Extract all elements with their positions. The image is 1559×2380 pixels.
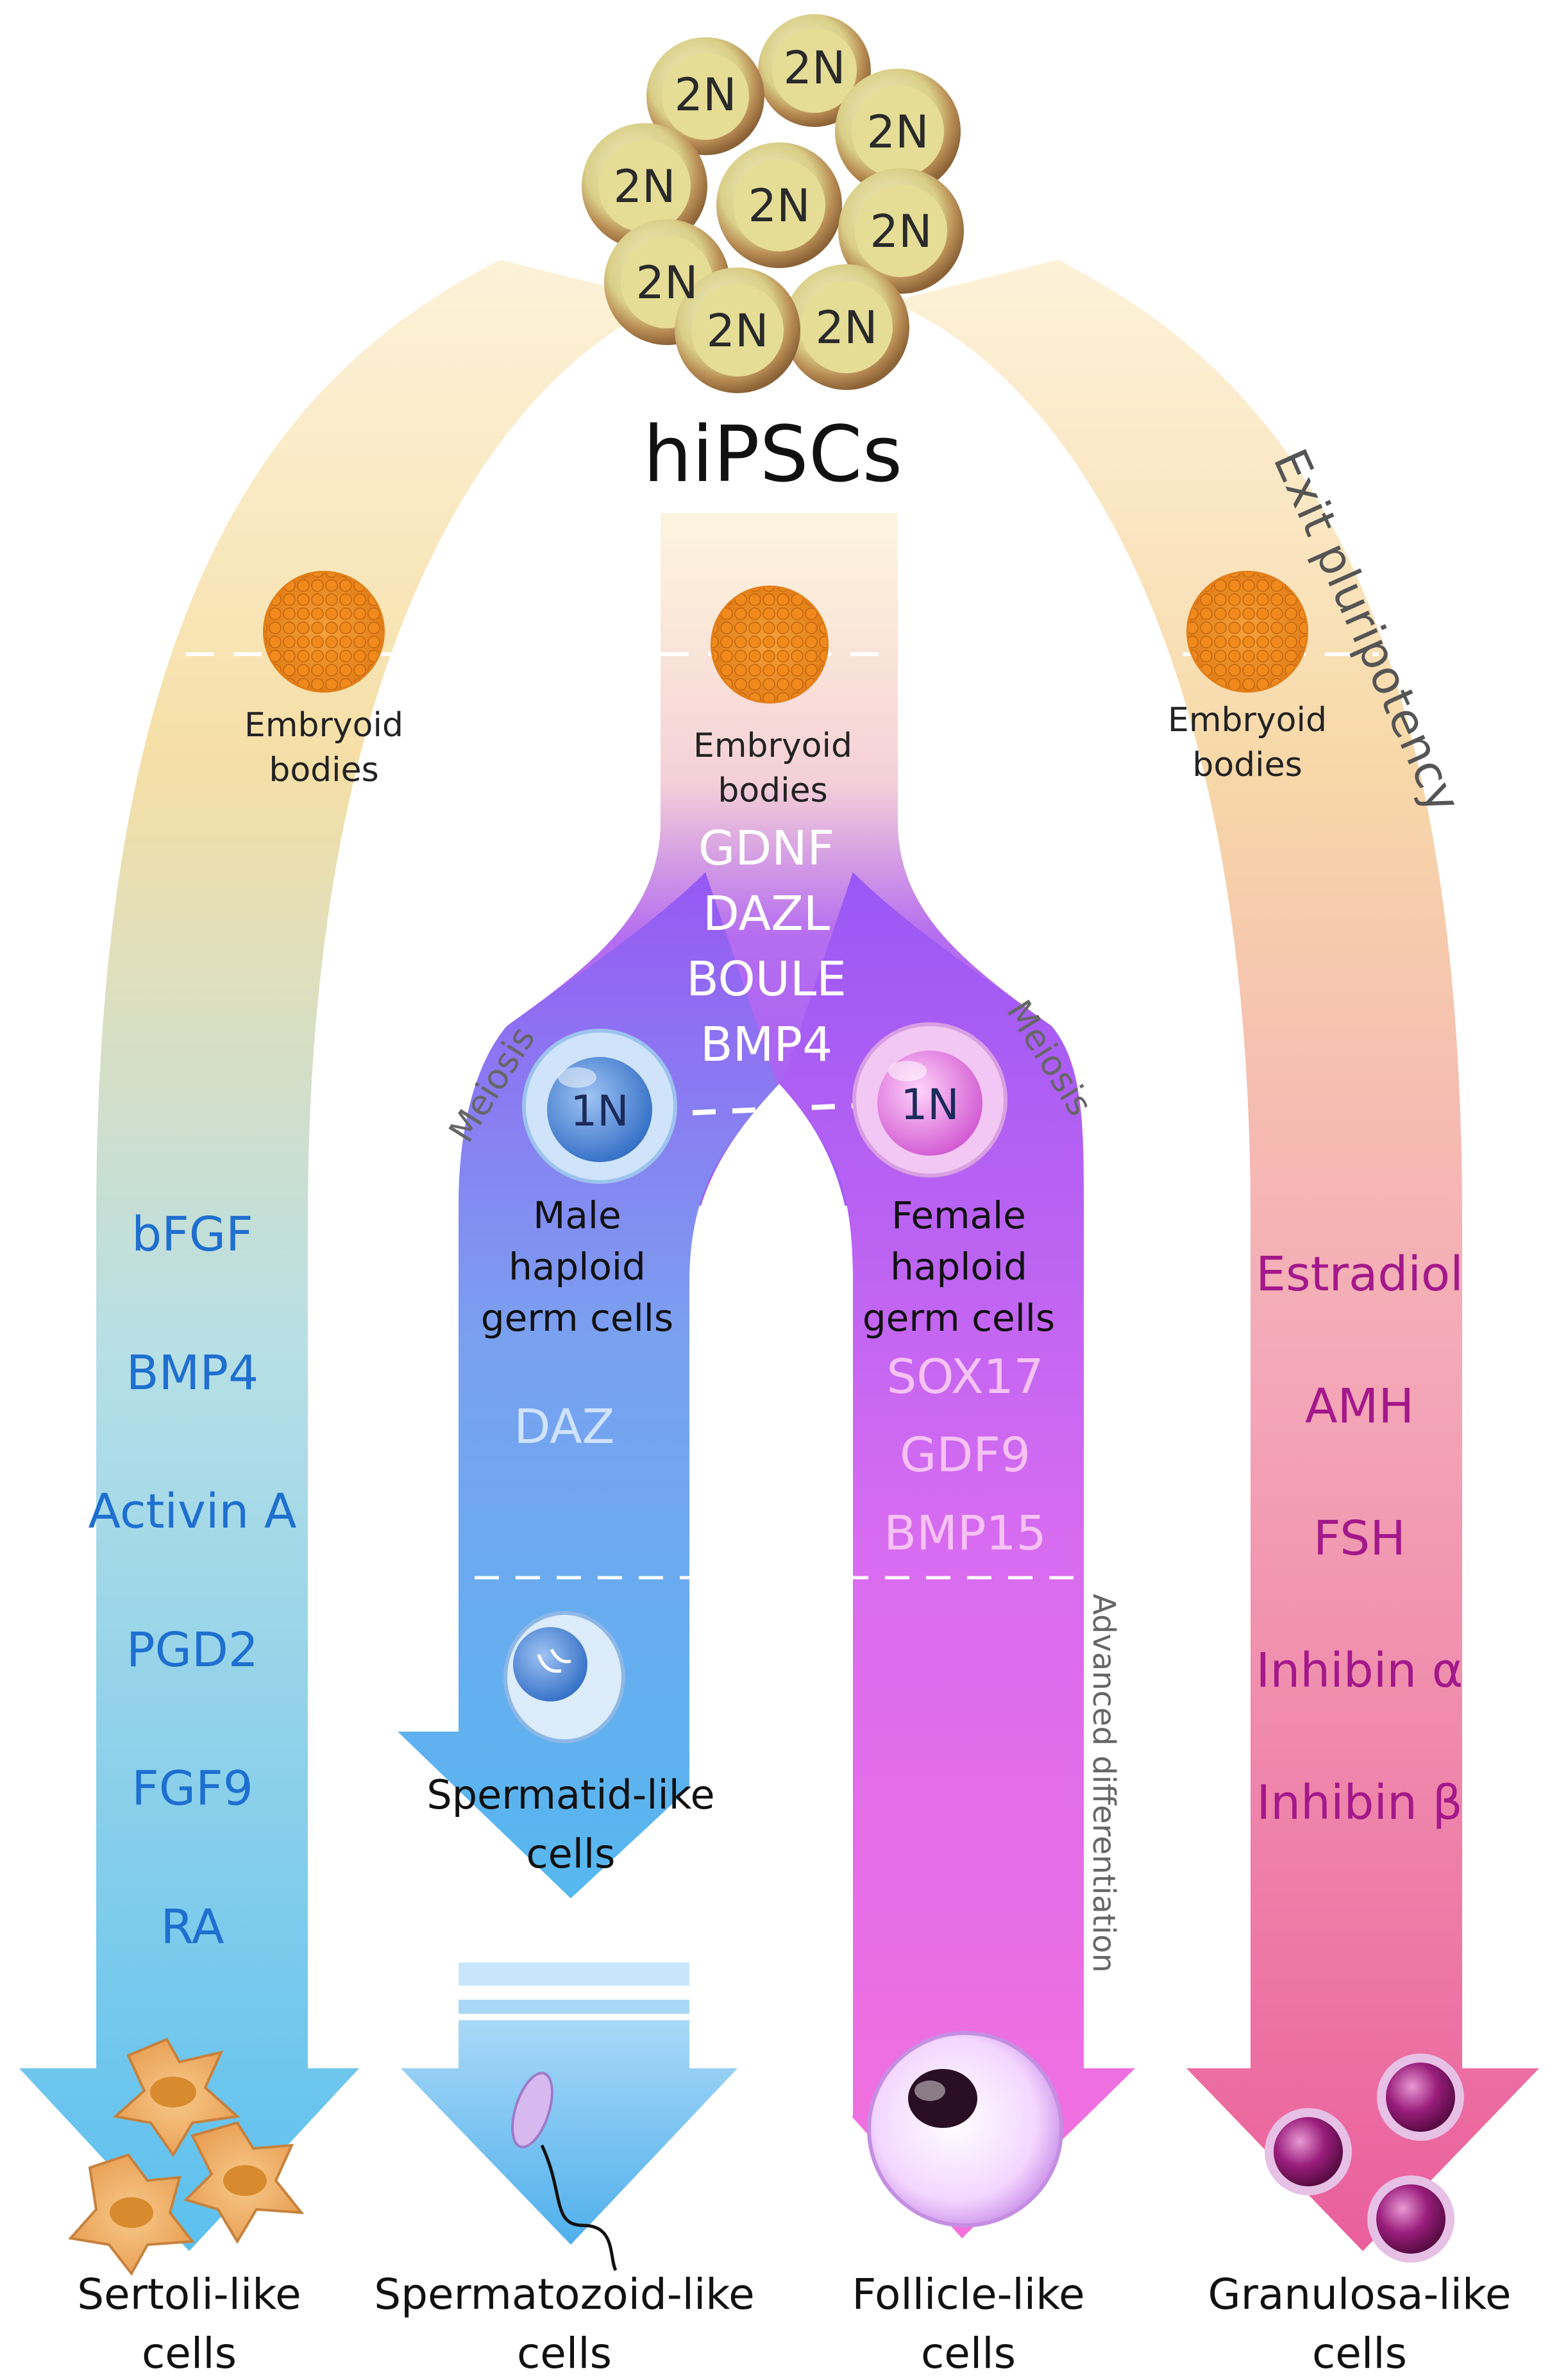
hipsc-cluster [582, 14, 964, 393]
spermatozoid-arrow [401, 2020, 737, 2245]
embryoid-body-left [263, 571, 385, 693]
male-factor-list: DAZ [514, 1399, 615, 1455]
sertoli-factor: bFGF [131, 1207, 253, 1262]
spermatid-label: Spermatid-like cells [426, 1771, 714, 1877]
cell-label: 2N [748, 180, 811, 232]
granulosa-factor: Inhibin α [1256, 1643, 1463, 1698]
sertoli-factor: PGD2 [126, 1623, 258, 1678]
embryoid-label-left-2: bodies [269, 751, 378, 789]
granulosa-factor: Inhibin β [1256, 1775, 1462, 1830]
cell-label: 2N [675, 69, 737, 121]
follicle-icon [867, 2031, 1063, 2227]
spermatozoid-icon [511, 2072, 618, 2272]
female-factor: BMP15 [884, 1506, 1046, 1561]
female-haploid-text: Female haploid germ cells [863, 1194, 1055, 1340]
embryoid-label-center-2: bodies [718, 772, 827, 810]
center-factor: BOULE [686, 952, 847, 1007]
outcome-sertoli-line: Sertoli-like [77, 2270, 301, 2319]
center-factor: GDNF [698, 821, 834, 876]
center-factor-list: GDNF DAZL BOULE BMP4 [686, 821, 847, 1072]
female-haploid-line: Female [891, 1194, 1026, 1237]
male-branch-arrow [398, 872, 779, 1898]
embryoid-label-center-1: Embryoid [693, 727, 852, 765]
cell-label: 2N [784, 42, 846, 94]
male-haploid-cell [522, 1029, 677, 1184]
sertoli-factor: Activin A [88, 1484, 297, 1539]
sertoli-factor: RA [160, 1900, 224, 1955]
male-haploid-line: haploid [509, 1245, 646, 1288]
sertoli-cells-icon [68, 2038, 305, 2276]
granulosa-factor: Estradiol [1256, 1247, 1463, 1302]
male-haploid-text: Male haploid germ cells [481, 1194, 673, 1340]
sertoli-factor: FGF9 [131, 1761, 253, 1816]
female-haploid-line: germ cells [863, 1296, 1055, 1340]
male-factor: DAZ [514, 1399, 615, 1455]
outcome-granulosa-line: cells [1312, 2329, 1407, 2378]
female-haploid-cell [852, 1022, 1007, 1177]
cell-label: 2N [614, 160, 676, 213]
granulosa-factor: AMH [1305, 1379, 1414, 1434]
center-factor: BMP4 [700, 1017, 832, 1072]
male-haploid-line: Male [533, 1194, 621, 1237]
cluster-labels: 2N 2N 2N 2N 2N 2N 2N 2N 2N [614, 42, 932, 357]
female-haploid-line: haploid [890, 1245, 1027, 1288]
embryoid-body-right [1186, 571, 1308, 693]
outcome-follicle-line: Follicle-like [852, 2270, 1084, 2319]
embryoid-label-right-2: bodies [1192, 746, 1302, 784]
female-factor: SOX17 [886, 1349, 1043, 1405]
female-haploid-label: 1N [900, 1080, 959, 1129]
label-advanced-differentiation: Advanced differentiation [1086, 1594, 1122, 1973]
outcome-granulosa-line: Granulosa-like [1208, 2270, 1512, 2319]
break-bar-2 [459, 2000, 689, 2014]
cell-label: 2N [816, 301, 878, 354]
sertoli-factor: BMP4 [126, 1346, 258, 1401]
outcome-follicle-line: cells [921, 2329, 1016, 2378]
male-haploid-label: 1N [570, 1086, 628, 1136]
branch-notch [689, 1084, 853, 2116]
outcome-spermatozoid-line: Spermatozoid-like [374, 2270, 755, 2319]
embryoid-label-right-1: Embryoid [1168, 701, 1327, 739]
female-branch-arrow [779, 872, 1135, 2238]
male-haploid-line: germ cells [481, 1296, 673, 1340]
spermatid-line: cells [527, 1830, 616, 1877]
break-bar-1 [459, 1962, 689, 1986]
cell-label: 2N [870, 205, 932, 258]
cell-label: 2N [867, 106, 929, 158]
center-factor: DAZL [703, 886, 830, 941]
female-factor: GDF9 [900, 1428, 1031, 1483]
embryoid-label-left-1: Embryoid [244, 706, 403, 745]
spermatid-line: Spermatid-like [426, 1771, 714, 1818]
spermatid-cell [503, 1611, 625, 1743]
outcome-spermatozoid-line: cells [517, 2329, 612, 2378]
cell-label: 2N [636, 257, 698, 309]
granulosa-factor: FSH [1313, 1511, 1406, 1566]
title-hipscs: hiPSCs [643, 410, 902, 500]
embryoid-body-center [711, 586, 829, 704]
granulosa-cells-icon [1265, 2054, 1464, 2263]
left-arrow-band [19, 260, 667, 2251]
outcome-labels: Sertoli-like cells Spermatozoid-like cells F… [77, 2270, 1511, 2378]
outcome-sertoli-line: cells [142, 2329, 237, 2378]
right-arrow-band [891, 260, 1539, 2251]
cell-label: 2N [707, 305, 769, 357]
